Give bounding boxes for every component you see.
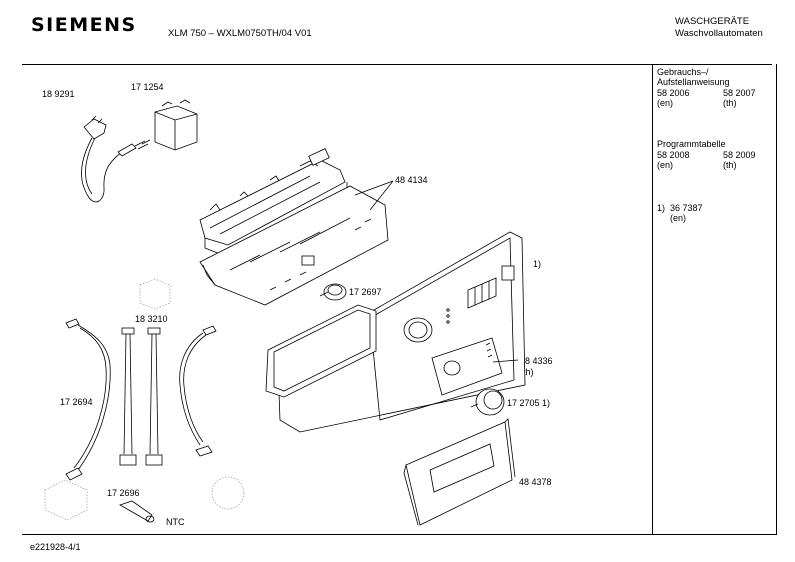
selector-knob-small-drawing (319, 283, 347, 301)
brand-logo: SIEMENS (31, 14, 137, 36)
note-nr: 36 7387 (670, 203, 703, 213)
subcategory-title: Waschvollautomaten (675, 28, 763, 39)
cable-harness-drawing (65, 318, 217, 481)
manual-nr-2: 58 2007 (723, 88, 756, 98)
program-lang-2: (th) (723, 160, 737, 170)
manual-title-1: Gebrauchs–/ (657, 67, 709, 77)
note-ref: 1) (657, 203, 666, 213)
note-lang: (en) (670, 213, 687, 223)
label-ntc: NTC (166, 517, 185, 527)
label-484336: 48 4336 (520, 356, 553, 366)
ref-part-pump (44, 479, 88, 521)
model-number: XLM 750 – WXLM0750TH/04 V01 (168, 28, 312, 39)
manual-title-2: Aufstellanweisung (657, 77, 730, 87)
label-189291: 18 9291 (42, 89, 75, 99)
ref-part-183210 (139, 278, 171, 310)
bottom-border (22, 534, 777, 535)
drawer-handle-drawing (403, 418, 516, 526)
control-board-drawing (199, 185, 389, 306)
sidebar-divider (652, 64, 653, 534)
header-divider (22, 64, 772, 65)
power-cord-drawing (81, 115, 146, 203)
label-172694: 17 2694 (60, 397, 93, 407)
program-title: Programmtabelle (657, 139, 726, 149)
ntc-sensor-drawing (119, 500, 155, 523)
label-484134: 48 4134 (395, 175, 428, 185)
manual-lang-2: (th) (723, 98, 737, 108)
label-1ref: 1) (533, 259, 542, 269)
right-border (776, 64, 777, 534)
manual-nr-1: 58 2006 (657, 88, 690, 98)
label-484378: 48 4378 (519, 477, 552, 487)
doc-id: e221928-4/1 (30, 542, 81, 552)
manual-lang-1: (en) (657, 98, 674, 108)
label-172697: 17 2697 (349, 287, 382, 297)
program-lang-1: (en) (657, 160, 674, 170)
category-title: WASCHGERÄTE (675, 16, 750, 27)
panel-overlay-drawing (431, 337, 519, 396)
ref-part-motor (211, 476, 245, 510)
interference-filter-drawing (137, 99, 198, 151)
label-171254: 17 1254 (131, 82, 164, 92)
label-172705: 17 2705 1) (507, 398, 551, 408)
label-172696: 17 2696 (107, 488, 140, 498)
program-nr-2: 58 2009 (723, 150, 756, 160)
label-484336-lang: (th) (520, 367, 534, 377)
label-183210: 18 3210 (135, 314, 168, 324)
program-nr-1: 58 2008 (657, 150, 690, 160)
program-knob-drawing (470, 388, 505, 416)
